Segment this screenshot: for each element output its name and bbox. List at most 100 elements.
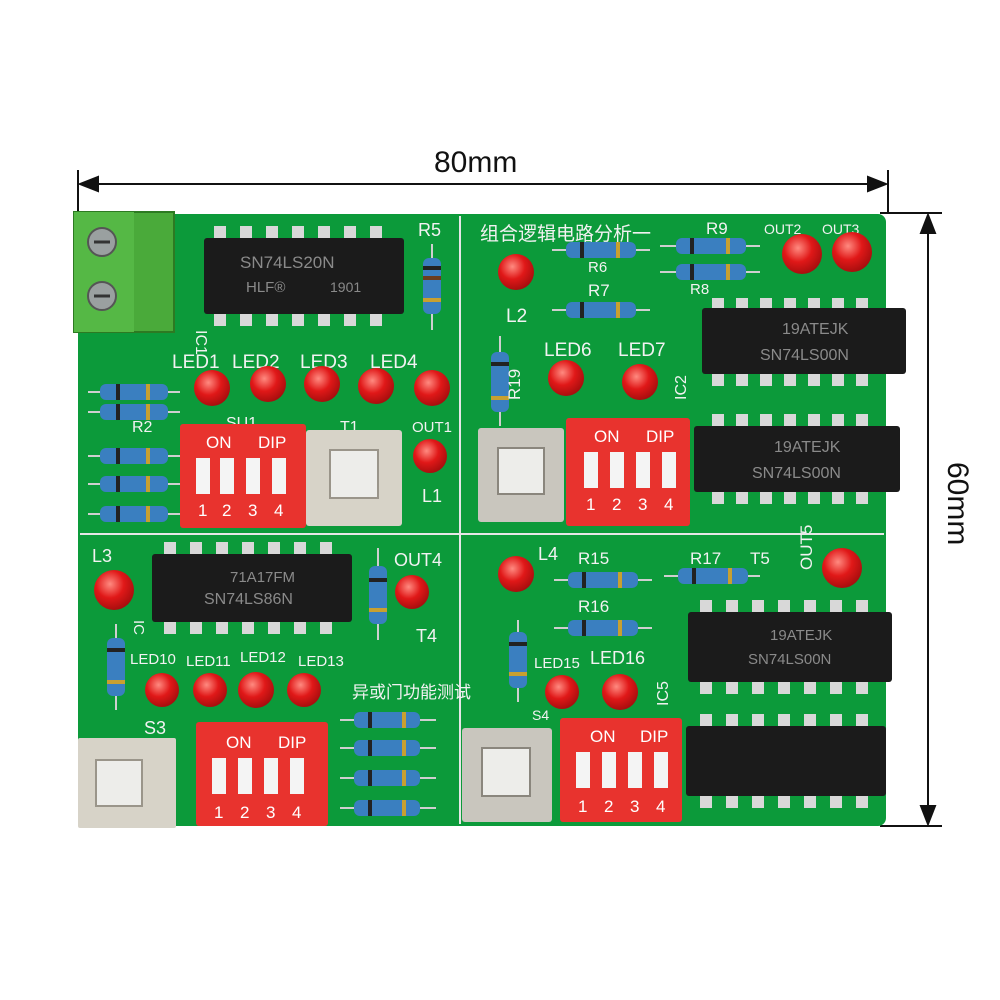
height-dimension-text: 60mm (941, 462, 974, 546)
label-l3: L3 (92, 546, 112, 566)
label-l4: L4 (538, 544, 558, 564)
resistor-bank-left (88, 384, 180, 522)
label-led4: LED4 (370, 352, 418, 373)
width-dimension-line (77, 170, 889, 214)
led-out2 (782, 234, 822, 274)
module-top-left: SN74LS20N HLF® 1901 R5 IC1 LED1 LED2 LED… (88, 220, 452, 528)
dip-dip-label: DIP (640, 727, 668, 746)
resistor-bottom-left-v (369, 548, 387, 640)
label-out5: OUT5 (797, 525, 816, 570)
push-button-bottom-left[interactable] (78, 738, 176, 828)
led-out5 (822, 548, 862, 588)
led3 (304, 366, 340, 402)
led6 (548, 360, 584, 396)
chip-label-line3: 1901 (330, 279, 361, 295)
dip-num-2: 2 (240, 803, 249, 822)
chip-c-line1: 19ATEJK (770, 627, 832, 644)
led1 (194, 370, 230, 406)
label-r19: R19 (505, 369, 524, 400)
width-dimension-text: 80mm (434, 146, 518, 179)
dip-num-1: 1 (198, 501, 207, 520)
label-ic5: IC5 (655, 681, 672, 706)
led7 (622, 364, 658, 400)
led-out3 (832, 232, 872, 272)
dip-switch-bottom-left[interactable]: ON DIP 1 2 3 4 (196, 722, 328, 826)
push-button-top-right[interactable] (478, 428, 564, 522)
label-out1: OUT1 (412, 419, 452, 436)
label-l1: L1 (422, 486, 442, 506)
led4 (358, 368, 394, 404)
dip-switch-bottom-right[interactable]: ON DIP 1 2 3 4 (560, 718, 682, 822)
label-r5: R5 (418, 220, 441, 240)
label-led1: LED1 (172, 352, 220, 373)
module-title-bottom-left: 异或门功能测试 (352, 683, 471, 702)
label-r7: R7 (588, 281, 610, 300)
dip-num-3: 3 (248, 501, 257, 520)
dip-dip-label: DIP (278, 733, 306, 752)
dip-num-2: 2 (604, 797, 613, 816)
dip-num-3: 3 (266, 803, 275, 822)
led-l4 (498, 556, 534, 592)
dip-switch-top-left[interactable]: ON DIP 1 2 3 4 (180, 424, 306, 528)
led13 (287, 673, 321, 707)
push-button-bottom-right[interactable] (462, 728, 552, 822)
label-s3: S3 (144, 718, 166, 738)
label-ic1: IC1 (192, 330, 209, 355)
chip-line1: 71A17FM (230, 569, 295, 586)
height-dimension-line (880, 212, 942, 827)
dip-num-1: 1 (586, 495, 595, 514)
module-top-right: 组合逻辑电路分析一 R9 OUT2 OUT3 L2 R6 R7 R8 (478, 219, 906, 526)
label-r17: R17 (690, 549, 721, 568)
led-l2 (498, 254, 534, 290)
led2 (250, 366, 286, 402)
chip-label-line1: SN74LS20N (240, 253, 335, 272)
label-out4: OUT4 (394, 550, 442, 570)
terminal-block (73, 211, 175, 333)
chip-label-line2: HLF® (246, 279, 285, 296)
label-ic: IC (130, 620, 147, 635)
dip-num-3: 3 (638, 495, 647, 514)
led15 (545, 675, 579, 709)
label-led10: LED10 (130, 651, 176, 668)
label-r2: R2 (132, 419, 153, 436)
dip-num-4: 4 (292, 803, 301, 822)
led12 (238, 672, 274, 708)
chip-line2: SN74LS86N (204, 591, 293, 608)
dip-num-4: 4 (274, 501, 283, 520)
led-out1 (413, 439, 447, 473)
label-t4: T4 (416, 626, 437, 646)
dip-num-1: 1 (214, 803, 223, 822)
led11 (193, 673, 227, 707)
dip-switch-top-right[interactable]: ON DIP 1 2 3 4 (566, 418, 690, 526)
dip-dip-label: DIP (646, 427, 674, 446)
label-led11: LED11 (186, 653, 231, 670)
led-l3 (94, 570, 134, 610)
label-r9: R9 (706, 219, 728, 238)
label-r16: R16 (578, 597, 609, 616)
label-l2: L2 (506, 306, 527, 327)
label-led6: LED6 (544, 340, 592, 361)
dip-on-label: ON (226, 733, 252, 752)
resistors-top-right (552, 238, 760, 318)
resistor-bank-bottom-left (340, 712, 436, 816)
resistors-bottom-right (509, 568, 760, 702)
ic-chip-bottom-right-b (686, 714, 886, 808)
dip-on-label: ON (594, 427, 620, 446)
dip-on-label: ON (590, 727, 616, 746)
label-out2: OUT2 (764, 221, 802, 237)
resistor-bottom-left-v2 (107, 624, 125, 710)
label-s4: S4 (532, 707, 549, 723)
label-t5: T5 (750, 549, 770, 568)
dip-num-4: 4 (656, 797, 665, 816)
dip-dip-label: DIP (258, 433, 286, 452)
push-button-top-left[interactable] (306, 430, 402, 526)
dip-num-1: 1 (578, 797, 587, 816)
label-led7: LED7 (618, 340, 666, 361)
label-led16: LED16 (590, 648, 645, 668)
module-bottom-left: L3 71A17FM SN74LS86N IC OUT4 T4 (78, 542, 471, 828)
dip-num-2: 2 (612, 495, 621, 514)
led-out-a (414, 370, 450, 406)
label-led3: LED3 (300, 352, 348, 373)
label-r8: R8 (690, 281, 709, 298)
